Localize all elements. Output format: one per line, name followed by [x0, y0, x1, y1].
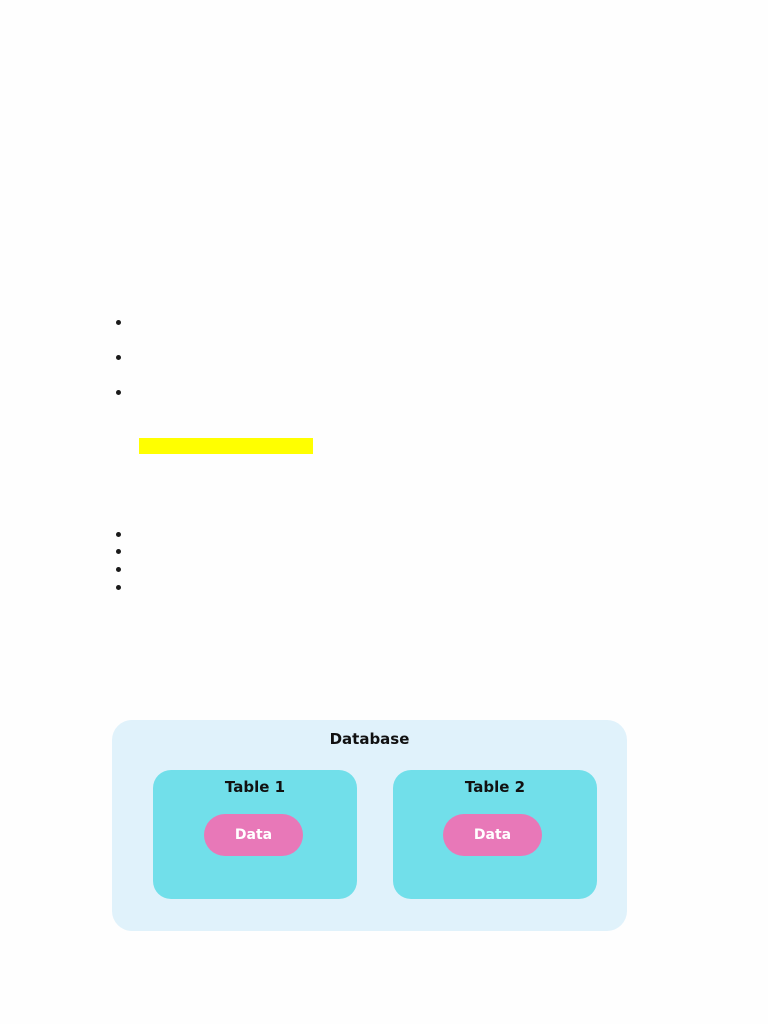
highlighted-text	[139, 438, 313, 454]
database-label: Database	[329, 730, 410, 748]
list-item-bullet	[116, 532, 121, 537]
table-1-box: Table 1 Data	[153, 770, 357, 899]
table-2-label: Table 2	[464, 778, 526, 796]
list-item-bullet	[116, 320, 121, 325]
list-item-bullet	[116, 355, 121, 360]
list-item-bullet	[116, 585, 121, 590]
table-2-box: Table 2 Data	[393, 770, 597, 899]
list-item-bullet	[116, 390, 121, 395]
database-container: Database Table 1 Data Table 2 Data	[112, 720, 627, 931]
list-item-bullet	[116, 549, 121, 554]
table-2-data-pill: Data	[443, 814, 542, 856]
table-1-label: Table 1	[224, 778, 286, 796]
list-item-bullet	[116, 567, 121, 572]
table-1-data-pill: Data	[204, 814, 303, 856]
